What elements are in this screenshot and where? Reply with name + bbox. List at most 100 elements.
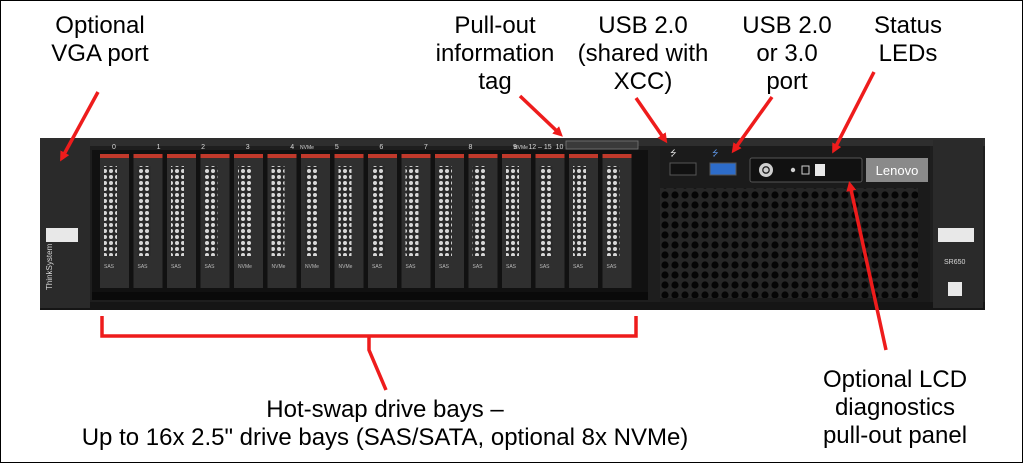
drive-bay[interactable]: SAS <box>368 154 397 288</box>
bay-number-label: 3 <box>246 144 250 151</box>
drive-bay-latch[interactable] <box>334 154 364 158</box>
drive-bay-mesh <box>171 166 184 256</box>
pullout-information-tag[interactable] <box>565 140 639 150</box>
bay-number-label: 2 <box>201 144 205 151</box>
drive-bay-rail <box>92 292 648 300</box>
drive-bay-mesh <box>137 166 151 256</box>
drive-bay-latch[interactable] <box>602 154 632 158</box>
lenovo-badge <box>866 158 928 182</box>
drive-type-label: SAS <box>607 264 618 270</box>
bay-number-label: 10 <box>556 144 564 151</box>
right-rack-ear <box>933 140 983 308</box>
drive-bay-latch[interactable] <box>468 154 498 158</box>
drive-type-label: NVMe <box>305 264 319 270</box>
bay-number-label: 8 <box>468 144 472 151</box>
bay-number-label: 9 <box>513 144 517 151</box>
model-label: SR650 <box>944 259 966 266</box>
drive-type-label: SAS <box>506 264 517 270</box>
drive-bay-mesh <box>271 166 285 256</box>
label-pullout-tag: Pull-out information tag <box>435 12 555 95</box>
drive-bay-mesh <box>539 166 553 256</box>
drive-type-label: SAS <box>439 264 450 270</box>
bay-number-label: 12 – 15 <box>528 144 551 151</box>
drive-bay-mesh <box>506 166 519 256</box>
drive-bay-mesh <box>405 166 419 256</box>
annotation-arrows <box>60 71 888 391</box>
drive-bay-mesh <box>204 166 218 256</box>
drive-bay[interactable]: NVMe <box>301 154 330 288</box>
drive-bay-latch[interactable] <box>133 154 163 158</box>
side-brand-label: ThinkSystem <box>45 243 54 290</box>
drive-bay-latch[interactable] <box>535 154 565 158</box>
usb-3-icon: ⭍ <box>712 149 719 158</box>
drive-bay[interactable]: SAS <box>435 154 464 288</box>
nvme-mark-label: NVMe <box>514 145 528 151</box>
drive-bay-latch[interactable] <box>100 154 129 158</box>
drive-bay[interactable]: SAS <box>167 154 196 288</box>
drive-bay[interactable]: SAS <box>133 154 163 288</box>
arrow-lcd-panel <box>846 181 888 351</box>
drive-type-label: SAS <box>573 264 584 270</box>
label-usb-port: USB 2.0 or 3.0 port <box>742 12 832 95</box>
usb-2-or-3-port[interactable] <box>709 162 737 176</box>
bay-number-label: 4 <box>290 144 294 151</box>
drive-bay-mesh <box>472 166 486 256</box>
drive-bay-latch[interactable] <box>200 154 230 158</box>
arrow-usb-port <box>731 95 774 154</box>
drive-bay-mesh <box>104 166 117 256</box>
drive-type-label: SAS <box>138 264 149 270</box>
bay-number-label: 1 <box>157 144 161 151</box>
drive-bay-latch[interactable] <box>301 154 330 158</box>
nvme-mark-label: NVMe <box>300 145 314 151</box>
drive-bay[interactable]: NVMe <box>334 154 364 288</box>
label-usb-shared: USB 2.0 (shared with XCC) <box>577 12 709 95</box>
arrow-status-leds <box>832 71 876 154</box>
drive-bay-latch[interactable] <box>435 154 464 158</box>
chassis-bottom-edge <box>40 302 985 310</box>
drive-type-label: SAS <box>205 264 216 270</box>
drive-type-label: SAS <box>540 264 551 270</box>
power-button[interactable] <box>759 163 773 177</box>
drive-type-label: SAS <box>104 264 115 270</box>
drive-bay[interactable]: SAS <box>502 154 531 288</box>
drive-bay-latch[interactable] <box>368 154 397 158</box>
bay-number-label: 7 <box>424 144 428 151</box>
label-lcd-panel: Optional LCD diagnostics pull-out panel <box>822 366 968 449</box>
drive-bay[interactable]: SAS <box>200 154 230 288</box>
bracket-drive-bays <box>100 316 638 391</box>
drive-bay-mesh <box>338 166 352 256</box>
drive-bay-latch[interactable] <box>569 154 598 158</box>
drive-bay[interactable]: SAS <box>535 154 565 288</box>
drive-bay-mesh <box>305 166 318 256</box>
drive-bay[interactable]: NVMe <box>234 154 263 288</box>
server-chassis: ThinkSystem SR650 0123456789101112 – 15N… <box>40 138 985 310</box>
qr-tag <box>948 282 962 296</box>
drive-type-label: NVMe <box>339 264 353 270</box>
usb-shared-icon: ⭍ <box>670 149 677 158</box>
drive-type-label: NVMe <box>238 264 252 270</box>
drive-bay[interactable]: NVMe <box>267 154 297 288</box>
drive-bay-latch[interactable] <box>167 154 196 158</box>
lcd-diagnostics-panel[interactable] <box>749 157 863 183</box>
drive-bay[interactable]: SAS <box>401 154 431 288</box>
drive-bays: SAS SAS SAS SAS NVMe NVMe NVMe NVMe SAS SAS SAS SAS… <box>100 154 632 288</box>
ventilation-grille <box>660 188 918 298</box>
drive-bay-latch[interactable] <box>401 154 431 158</box>
drive-bay[interactable]: SAS <box>602 154 632 288</box>
drive-bay[interactable]: SAS <box>569 154 598 288</box>
drive-type-label: SAS <box>372 264 383 270</box>
arrow-pullout-tag <box>518 94 563 137</box>
drive-type-label: SAS <box>171 264 182 270</box>
bay-number-label: 6 <box>379 144 383 151</box>
bay-number-label: 5 <box>335 144 339 151</box>
drive-bay-latch[interactable] <box>234 154 263 158</box>
drive-bay[interactable]: SAS <box>100 154 129 288</box>
usb-2-xcc-port[interactable] <box>669 162 697 176</box>
drive-bay-latch[interactable] <box>267 154 297 158</box>
label-vga-port: Optional VGA port <box>51 12 149 67</box>
drive-bay-latch[interactable] <box>502 154 531 158</box>
drive-type-label: NVMe <box>272 264 286 270</box>
drive-bay[interactable]: SAS <box>468 154 498 288</box>
